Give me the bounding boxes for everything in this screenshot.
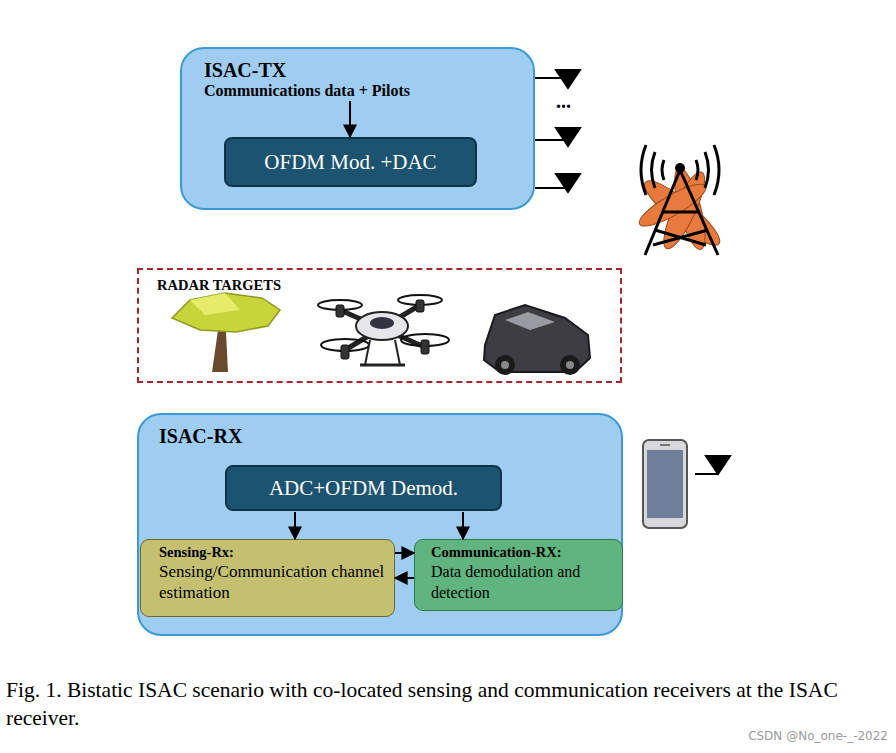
tree-icon (172, 293, 280, 372)
process-box: ADC+OFDM Demod. (225, 465, 502, 511)
node-heading: Communication-RX: (431, 543, 616, 561)
drone-icon (318, 295, 449, 365)
node-heading: ADC+OFDM Demod. (269, 476, 458, 501)
node-heading: RADAR TARGETS (157, 276, 602, 294)
flow-arrow (294, 512, 296, 539)
antenna-symbol (535, 70, 580, 192)
car-icon (484, 305, 590, 375)
node-heading: OFDM Mod. +DAC (264, 150, 436, 175)
flow-arrow (349, 101, 351, 137)
node-heading: ISAC-RX (159, 425, 601, 448)
node-heading: ISAC-TX (204, 59, 511, 82)
communication-box: Communication-RX:Data demodulation and d… (414, 539, 623, 611)
process-box: OFDM Mod. +DAC (224, 137, 477, 187)
flow-arrow (462, 512, 464, 539)
phone-icon (643, 440, 687, 528)
watermark: CSDN @No_one-_-2022 (748, 729, 888, 743)
node-body: Sensing/Communication channel estimation (159, 561, 388, 603)
node-heading: Sensing-Rx: (159, 543, 388, 561)
ellipsis-label: ... (556, 90, 571, 113)
receiver-box: ISAC-RX ADC+OFDM Demod. Sensing-Rx:Sensing… (137, 413, 623, 636)
node-body: Communications data + Pilots (204, 82, 511, 100)
figure-caption: Fig. 1. Bistatic ISAC scenario with co-l… (6, 676, 892, 732)
sensing-box: Sensing-Rx:Sensing/Communication channel… (140, 539, 395, 617)
tower-icon (635, 145, 727, 255)
flow-arrow (395, 552, 414, 554)
flow-arrow (395, 577, 414, 579)
node-body: Data demodulation and detection (431, 561, 616, 603)
antenna-symbol (695, 456, 730, 474)
target-group: RADAR TARGETS (137, 268, 622, 383)
transmitter-box: ISAC-TXCommunications data + PilotsOFDM … (180, 47, 535, 210)
